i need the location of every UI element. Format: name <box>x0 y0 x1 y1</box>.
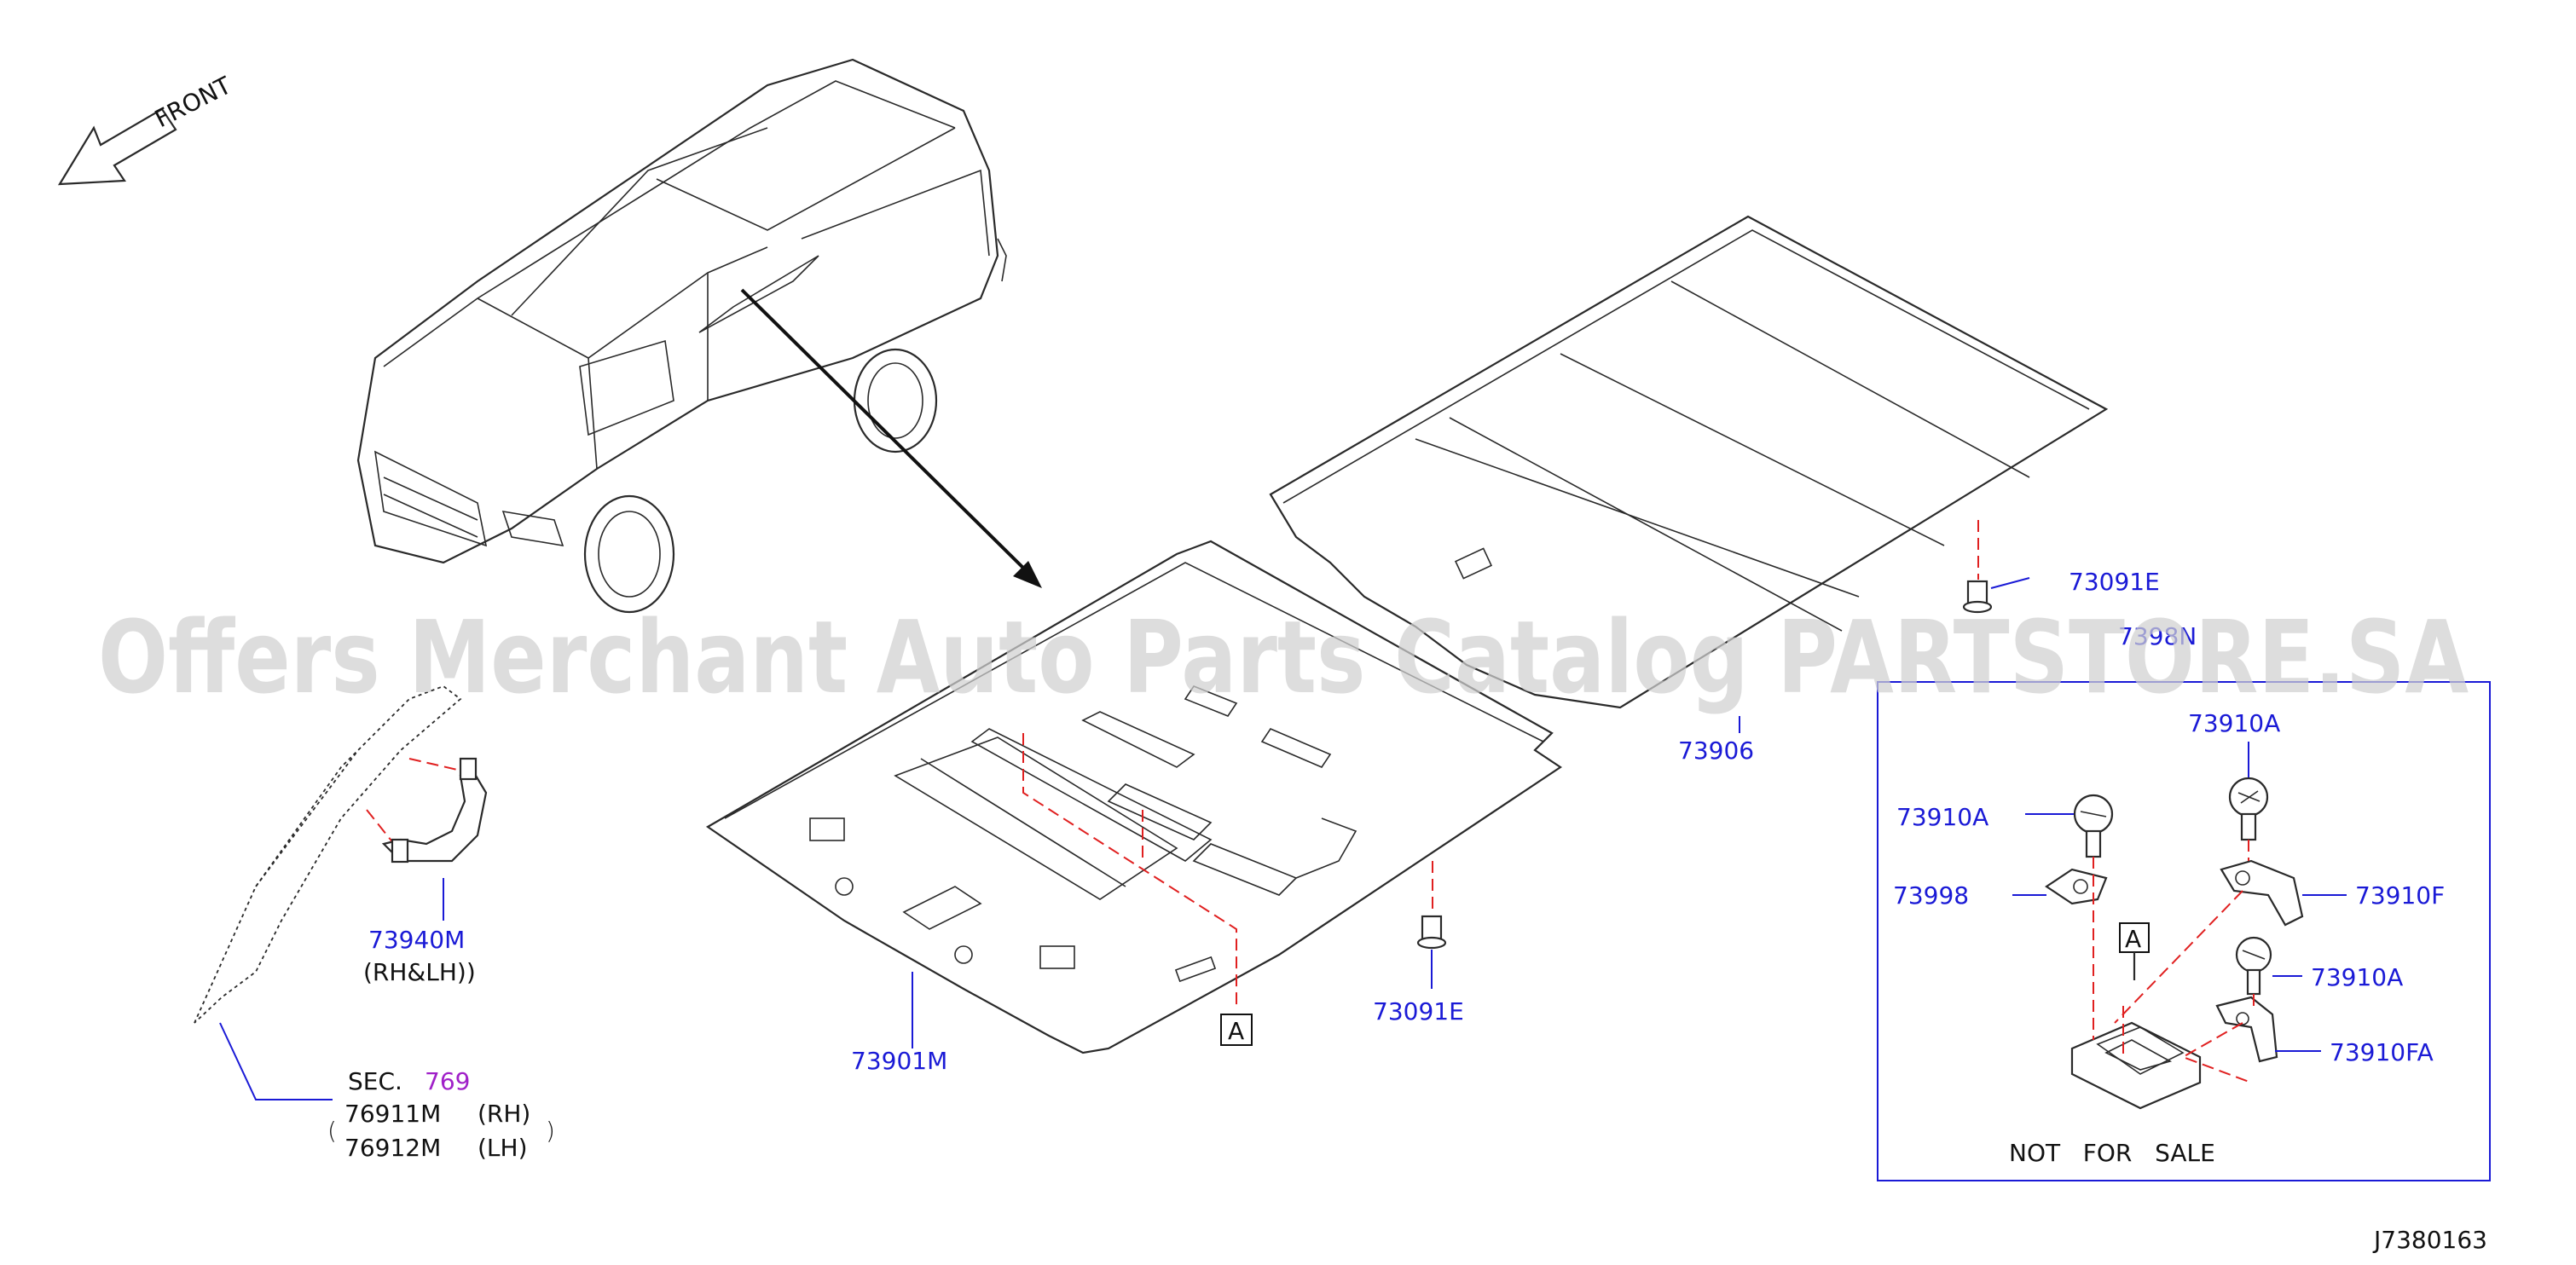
van-illustration <box>356 58 1007 614</box>
watermark: Offers Merchant Auto Parts Catalog PARTS… <box>98 598 2469 716</box>
label-73910f: 73910F <box>2355 881 2445 910</box>
bracket-right: ) <box>546 1117 555 1145</box>
pillar-trim <box>194 684 462 1024</box>
label-73091e-rear: 73091E <box>2069 568 2160 596</box>
label-rh: (RH) <box>478 1100 530 1128</box>
label-73091e-front: 73091E <box>1373 997 1464 1025</box>
bracket-left: ( <box>327 1117 337 1145</box>
label-ref-a-detail: A <box>2125 925 2141 953</box>
label-sec: SEC. <box>348 1067 402 1095</box>
leader-lines <box>219 577 2347 1100</box>
label-7398n: 7398N <box>2118 622 2197 650</box>
label-73906: 73906 <box>1678 736 1754 765</box>
label-not-for-sale: NOT FOR SALE <box>2009 1139 2215 1167</box>
label-73901m: 73901M <box>851 1047 947 1075</box>
ref-box-a-main <box>1220 1014 1253 1046</box>
label-73910a-left: 73910A <box>1896 803 1988 831</box>
label-73910fa: 73910FA <box>2330 1038 2434 1066</box>
clip-73091e-front <box>1416 915 1447 950</box>
label-76911m: 76911M <box>344 1100 441 1128</box>
headliner-73906 <box>1269 215 2109 709</box>
label-73910a-top: 73910A <box>2188 709 2280 737</box>
label-73940m: 73940M <box>368 926 465 954</box>
diagram-id: J7380163 <box>2372 1226 2487 1254</box>
label-ref-a-main: A <box>1228 1017 1244 1045</box>
clip-73091e-rear <box>1962 520 1993 614</box>
assist-grip <box>366 757 488 864</box>
pointer-arrow <box>740 288 1042 588</box>
front-arrow-icon <box>57 107 177 186</box>
label-sec-769: 769 <box>425 1067 470 1095</box>
label-73998: 73998 <box>1893 881 1969 910</box>
headliner-73901m <box>705 540 1562 1054</box>
label-rh-lh: (RH&LH)) <box>363 958 476 986</box>
label-lh: (LH) <box>478 1134 528 1162</box>
detail-parts <box>2045 777 2304 1110</box>
detail-box <box>1877 681 2491 1181</box>
front-label: FRONT <box>150 71 236 133</box>
label-76912m: 76912M <box>344 1134 441 1162</box>
label-73910a-lower: 73910A <box>2311 963 2403 991</box>
